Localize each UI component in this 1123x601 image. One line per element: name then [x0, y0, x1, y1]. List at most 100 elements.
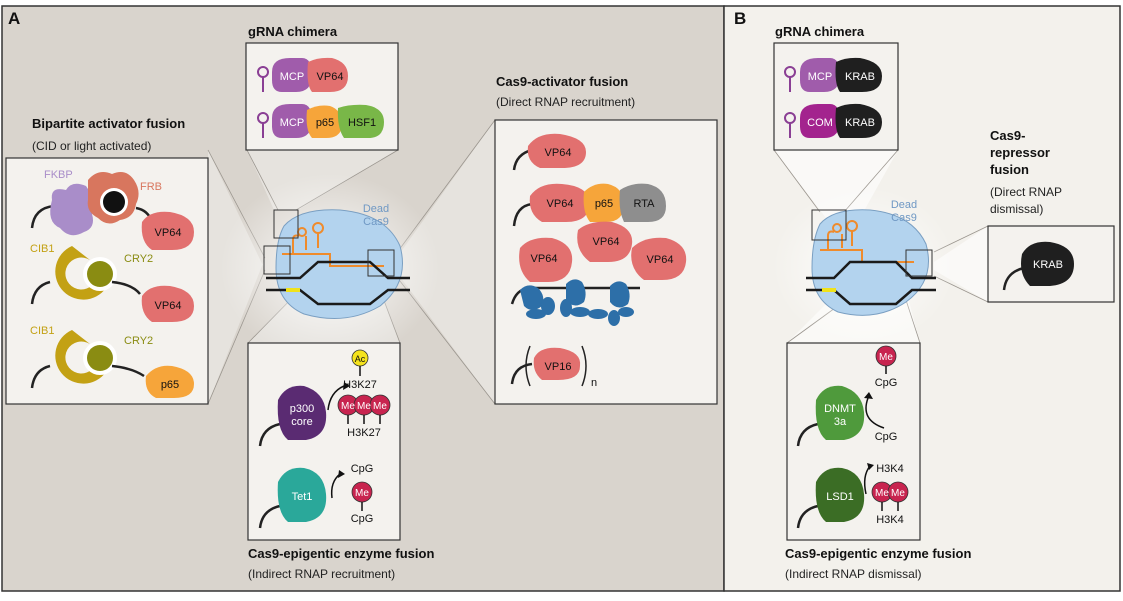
- h3k27-label: H3K27: [347, 427, 381, 439]
- dcas9-protein: [275, 209, 403, 319]
- p65-protein: [306, 105, 342, 138]
- cpg-label: CpG: [875, 431, 898, 443]
- cpg-label: CpG: [351, 463, 374, 475]
- cib1-label: CIB1: [30, 325, 54, 337]
- p65-protein: [145, 365, 194, 398]
- callout-box: [263, 245, 291, 275]
- mcp-protein: [272, 104, 312, 138]
- linker: [111, 364, 145, 378]
- dead-cas9-label: Dead: [891, 199, 917, 211]
- cry2-protein: [87, 345, 113, 371]
- vp64-label: VP64: [547, 198, 574, 210]
- activator-subtitle: (Direct RNAP recruitment): [496, 95, 635, 109]
- epigenetic-title-a: Cas9-epigentic enzyme fusion: [248, 546, 434, 561]
- lsd1-protein: [815, 467, 865, 522]
- vp64-protein: [307, 57, 348, 92]
- repeat-n-label: n: [591, 377, 597, 389]
- p65-label: p65: [595, 198, 613, 210]
- grna-box-a: MCP VP64 MCP p65 HSF1: [245, 42, 399, 151]
- vp64-label: VP64: [155, 227, 182, 239]
- me-label: Me: [355, 488, 369, 499]
- vp64-label: VP64: [317, 71, 344, 83]
- dead-cas9-label: Cas9: [891, 212, 917, 224]
- dcas9-complex-a: Dead Cas9: [220, 173, 440, 363]
- me-label: Me: [357, 401, 371, 412]
- mcp-protein: [800, 58, 840, 92]
- p65-label: p65: [161, 379, 179, 391]
- mcp-label: MCP: [280, 117, 304, 129]
- callout-box: [811, 209, 847, 241]
- bipartite-box: FKBP FRB VP64 CIB1 CRY2 VP64 CIB1 CRY2: [5, 157, 209, 405]
- vp64-label: VP64: [647, 254, 674, 266]
- activator-title: Cas9-activator fusion: [496, 74, 628, 89]
- vp64-label: VP64: [531, 253, 558, 265]
- callout-box: [905, 249, 933, 277]
- krab-protein: [835, 103, 882, 138]
- vp64-protein: [519, 237, 573, 282]
- grna-hairpin-icon: [784, 112, 796, 138]
- linker: [512, 202, 533, 227]
- rapamycin-ligand: [103, 191, 125, 213]
- grna-title-b: gRNA chimera: [775, 24, 865, 39]
- linker: [796, 504, 819, 529]
- grna-hairpin-icon: [257, 66, 269, 92]
- me-label: Me: [373, 401, 387, 412]
- panel-b-label: B: [734, 9, 746, 28]
- me-label: Me: [341, 401, 355, 412]
- vp64-protein: [527, 133, 586, 168]
- linker: [258, 422, 281, 447]
- vp64-protein: [631, 237, 687, 280]
- fkbp-label: FKBP: [44, 169, 73, 181]
- linker: [30, 364, 51, 389]
- p65-label: p65: [316, 117, 334, 129]
- epigenetic-subtitle-a: (Indirect RNAP recruitment): [248, 567, 395, 581]
- bracket: [581, 345, 587, 387]
- epigenetic-box-a: p300 core Ac H3K27 Me Me Me H3K27: [247, 342, 401, 541]
- grna-box-b: MCP KRAB COM KRAB: [773, 42, 899, 151]
- mcp-label: MCP: [808, 71, 832, 83]
- repressor-subtitle: (Direct RNAP: [990, 185, 1062, 199]
- repressor-title: repressor: [990, 145, 1050, 160]
- dead-cas9-label: Dead: [363, 203, 389, 215]
- krab-protein: [835, 57, 882, 92]
- krab-label: KRAB: [845, 71, 875, 83]
- scfv-antibody-icon: [520, 279, 634, 326]
- lsd1-label: LSD1: [826, 491, 854, 503]
- linker: [510, 362, 533, 385]
- repressor-box: KRAB: [987, 225, 1115, 303]
- linker: [1002, 266, 1025, 291]
- krab-protein: [1021, 241, 1074, 286]
- rta-label: RTA: [634, 198, 656, 210]
- repressor-title: Cas9-: [990, 128, 1025, 143]
- frb-label: FRB: [140, 181, 162, 193]
- cry2-label: CRY2: [124, 335, 153, 347]
- vp16-protein: [533, 347, 581, 380]
- grna-title-a: gRNA chimera: [248, 24, 338, 39]
- rta-protein: [619, 183, 666, 222]
- me-label: Me: [879, 352, 893, 363]
- tet1-label: Tet1: [292, 491, 313, 503]
- epigenetic-subtitle-b: (Indirect RNAP dismissal): [785, 567, 921, 581]
- me-label: Me: [891, 488, 905, 499]
- vp64-protein: [141, 211, 194, 250]
- repressor-title: fusion: [990, 162, 1029, 177]
- bipartite-title: Bipartite activator fusion: [32, 116, 185, 131]
- krab-label: KRAB: [845, 117, 875, 129]
- linker: [796, 422, 819, 447]
- mcp-protein: [272, 58, 312, 92]
- arrow: [327, 385, 345, 411]
- cpg-label: CpG: [351, 513, 374, 525]
- h3k4-label: H3K4: [876, 463, 904, 475]
- krab-label: KRAB: [1033, 259, 1063, 271]
- epigenetic-title-b: Cas9-epigentic enzyme fusion: [785, 546, 971, 561]
- hsf1-protein: [337, 104, 384, 138]
- vp64-protein: [141, 285, 194, 322]
- epigenetic-box-b: DNMT 3a Me CpG CpG LSD1 H3K4 Me Me H3K4: [786, 342, 921, 541]
- panel-a: A gRNA chimera MCP VP6: [1, 5, 725, 592]
- me-marks: [337, 394, 391, 424]
- arrow: [865, 397, 885, 429]
- tet1-protein: [277, 467, 327, 522]
- cib1-label: CIB1: [30, 243, 54, 255]
- h3k27-label: H3K27: [343, 379, 377, 391]
